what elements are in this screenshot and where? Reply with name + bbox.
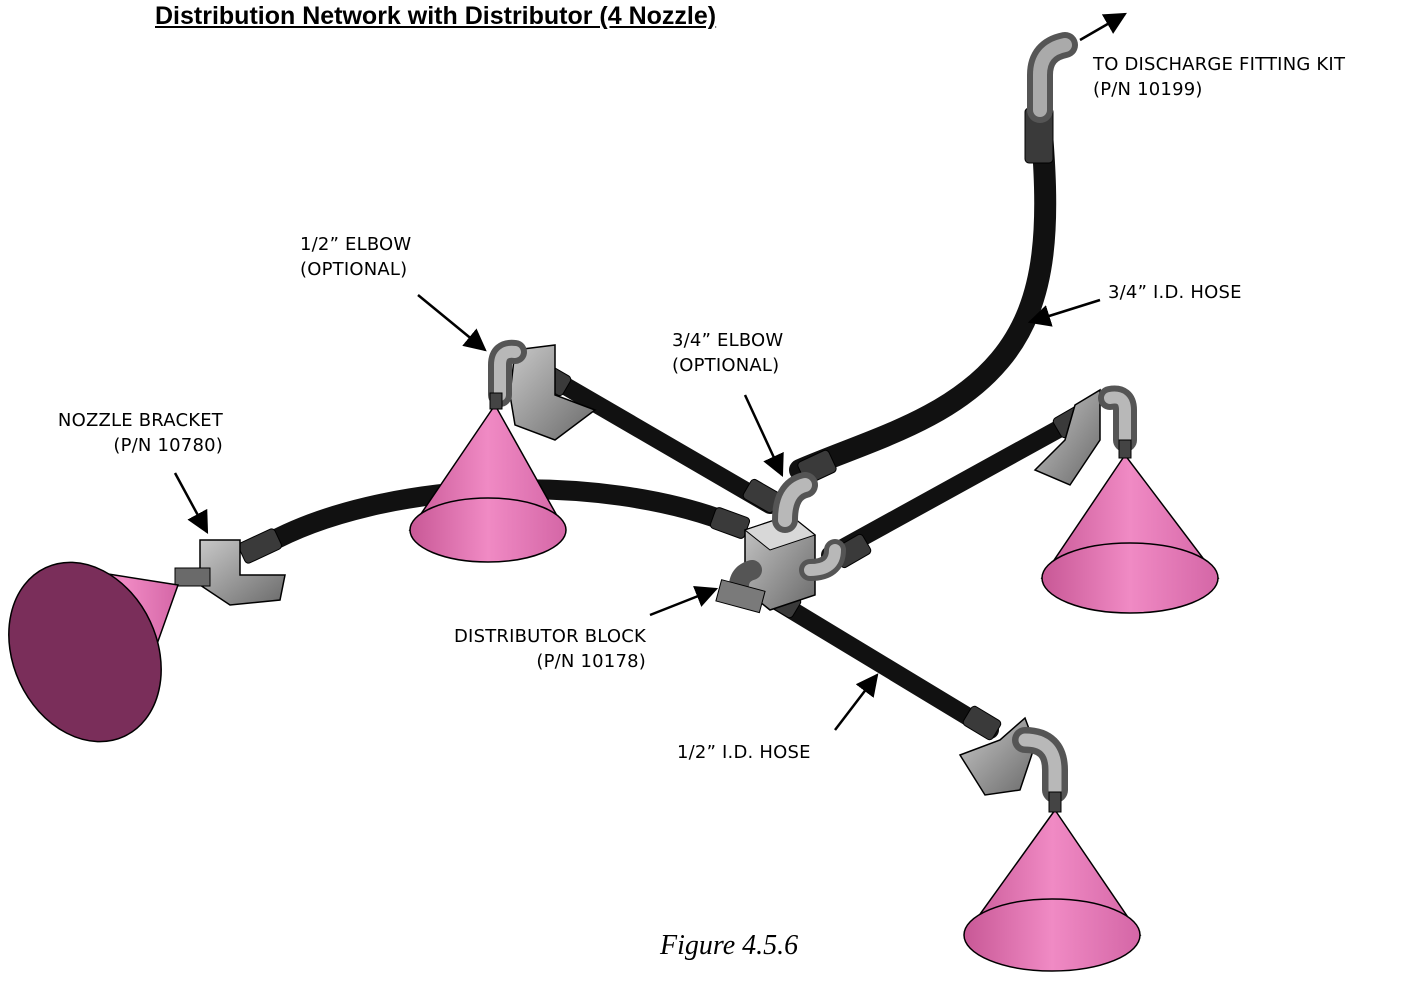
label-nozzle-bracket: NOZZLE BRACKET (P/N 10780)	[33, 408, 223, 458]
label-distributor-block-line2: (P/N 10178)	[536, 651, 646, 672]
arrow-elbow-half	[417, 294, 487, 352]
figure-caption: Figure 4.5.6	[660, 930, 799, 961]
arrow-nozzle-bracket	[173, 472, 209, 534]
label-elbow-half-line2: (OPTIONAL)	[300, 259, 408, 280]
discharge-elbow-fitting	[1027, 32, 1078, 123]
label-hose-three-quarter: 3/4” I.D. HOSE	[1108, 280, 1242, 305]
nozzle-lower-right	[963, 791, 1142, 972]
label-elbow-three-quarter: 3/4” ELBOW (OPTIONAL)	[672, 328, 783, 378]
arrow-distributor-block	[649, 585, 719, 617]
label-hose-half: 1/2” I.D. HOSE	[677, 740, 811, 765]
distributor-block	[715, 472, 846, 614]
label-elbow-half: 1/2” ELBOW (OPTIONAL)	[300, 232, 411, 282]
leader-arrows	[173, 12, 1127, 731]
bracket-upper-left	[488, 339, 597, 441]
label-elbow-three-quarter-line2: (OPTIONAL)	[672, 355, 780, 376]
label-discharge-fitting-line2: (P/N 10199)	[1093, 79, 1203, 100]
hose-to-right-nozzle	[821, 411, 1084, 564]
label-nozzle-bracket-line2: (P/N 10780)	[113, 435, 223, 456]
label-elbow-half-line1: 1/2” ELBOW	[300, 234, 412, 255]
arrow-hose-half	[834, 673, 879, 731]
bracket-left	[174, 539, 286, 606]
arrow-discharge	[1079, 12, 1127, 42]
bracket-right	[1033, 385, 1137, 486]
label-discharge-fitting: TO DISCHARGE FITTING KIT (P/N 10199)	[1093, 52, 1345, 102]
diagram-title: Distribution Network with Distributor (4…	[155, 2, 717, 30]
hose-to-upper-left-nozzle	[546, 371, 779, 514]
bracket-lower-right	[958, 716, 1068, 803]
label-elbow-three-quarter-line1: 3/4” ELBOW	[672, 330, 784, 351]
arrow-elbow-three-quarter	[743, 394, 784, 478]
nozzle-right	[1040, 439, 1220, 614]
hose-three-quarter	[789, 99, 1057, 481]
hose-ferrules	[238, 107, 1092, 741]
label-hose-half-line1: 1/2” I.D. HOSE	[677, 742, 811, 763]
label-hose-three-quarter-line1: 3/4” I.D. HOSE	[1108, 282, 1242, 303]
label-discharge-fitting-line1: TO DISCHARGE FITTING KIT	[1093, 54, 1346, 75]
hose-half	[766, 591, 999, 739]
nozzle-left	[8, 561, 180, 743]
label-nozzle-bracket-line1: NOZZLE BRACKET	[57, 410, 223, 431]
nozzle-upper-left	[408, 392, 567, 563]
arrow-hose-three-quarter	[1027, 298, 1101, 327]
label-distributor-block-line1: DISTRIBUTOR BLOCK	[454, 626, 646, 647]
label-distributor-block: DISTRIBUTOR BLOCK (P/N 10178)	[418, 624, 646, 674]
